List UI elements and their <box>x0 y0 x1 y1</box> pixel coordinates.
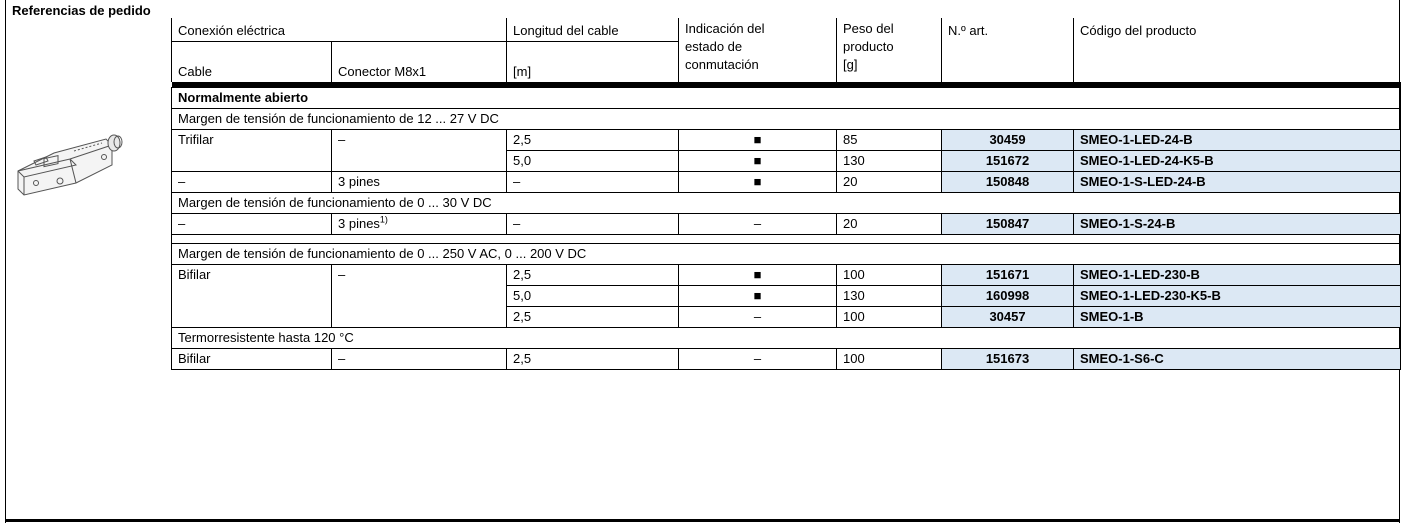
group-title: Margen de tensión de funcionamiento de 0… <box>170 192 1402 214</box>
group-title-row: Margen de tensión de funcionamiento de 0… <box>170 243 1402 265</box>
cell-product-code: SMEO-1-LED-24-B <box>1073 129 1402 151</box>
order-table: Conexión eléctrica Longitud del cable In… <box>170 18 1402 370</box>
group-title-row: Termorresistente hasta 120 °C <box>170 327 1402 349</box>
cell-part-number: 151673 <box>941 348 1075 370</box>
cell-part-number: 150848 <box>941 171 1075 193</box>
bottom-rule <box>5 519 1400 522</box>
group-title: Termorresistente hasta 120 °C <box>170 327 1402 349</box>
cell-length: 2,5 <box>506 306 680 328</box>
cell-weight: 100 <box>836 348 943 370</box>
cell-part-number: 30459 <box>941 129 1075 151</box>
cell-part-number: 160998 <box>941 285 1075 307</box>
cell-product-code: SMEO-1-B <box>1073 306 1402 328</box>
table-row: Trifilar – 2,5 ■ 85 30459 SMEO-1-LED-24-… <box>171 129 1402 151</box>
group-title: Margen de tensión de funcionamiento de 1… <box>170 108 1402 130</box>
header-switching-indication-line2: estado de <box>685 39 743 54</box>
cell-product-code: SMEO-1-LED-230-K5-B <box>1073 285 1402 307</box>
header-cable-length-unit: [m] <box>506 41 679 82</box>
cell-indication: ■ <box>678 171 838 193</box>
header-connector: Conector M8x1 <box>330 41 507 82</box>
footnote-marker: 1) <box>379 214 388 225</box>
cell-part-number: 30457 <box>941 306 1075 328</box>
cell-connector: 3 pines1) <box>330 213 508 235</box>
group-title: Margen de tensión de funcionamiento de 0… <box>170 243 1402 265</box>
cell-product-code: SMEO-1-LED-230-B <box>1073 264 1402 286</box>
cell-product-code: SMEO-1-S-24-B <box>1073 213 1402 235</box>
header-weight-unit: [g] <box>843 57 858 72</box>
cell-cable <box>171 306 332 328</box>
cell-length: – <box>506 213 680 235</box>
cell-indication: – <box>678 306 838 328</box>
cell-weight: 100 <box>836 264 943 286</box>
header-electrical-connection: Conexión eléctrica <box>170 18 507 42</box>
cell-length: 5,0 <box>506 285 680 307</box>
cell-connector: 3 pines <box>330 171 508 193</box>
header-switching-indication-line3: conmutación <box>685 57 759 72</box>
cell-cable: – <box>171 213 332 235</box>
cell-length: 2,5 <box>506 348 680 370</box>
cell-product-code: SMEO-1-LED-24-K5-B <box>1073 150 1402 172</box>
cell-length: – <box>506 171 680 193</box>
header-switching-indication-line1: Indicación del <box>685 21 765 36</box>
cell-weight: 130 <box>836 285 943 307</box>
table-header-row: Conexión eléctrica Longitud del cable In… <box>170 18 1401 82</box>
header-cable-length: Longitud del cable <box>506 18 679 42</box>
cell-cable: Bifilar <box>171 264 332 286</box>
cell-product-code: SMEO-1-S6-C <box>1073 348 1402 370</box>
table-row: – 3 pines – ■ 20 150848 SMEO-1-S-LED-24-… <box>171 171 1402 193</box>
table-row: 5,0 ■ 130 151672 SMEO-1-LED-24-K5-B <box>171 150 1402 172</box>
header-separator <box>171 81 1401 88</box>
cell-part-number: 150847 <box>941 213 1075 235</box>
cell-indication: ■ <box>678 150 838 172</box>
cell-indication: ■ <box>678 129 838 151</box>
header-weight: Peso del producto [g] <box>836 18 942 82</box>
cell-connector <box>330 285 508 307</box>
proximity-sensor-image <box>17 134 123 196</box>
cell-connector: – <box>330 129 508 151</box>
cell-connector: – <box>330 348 508 370</box>
cell-product-code: SMEO-1-S-LED-24-B <box>1073 171 1402 193</box>
cell-cable: Trifilar <box>171 129 332 151</box>
header-weight-line1: Peso del <box>843 21 894 36</box>
table-row: 5,0 ■ 130 160998 SMEO-1-LED-230-K5-B <box>171 285 1402 307</box>
group-title-row: Margen de tensión de funcionamiento de 0… <box>170 192 1402 214</box>
cell-length: 2,5 <box>506 264 680 286</box>
cell-weight: 20 <box>836 213 943 235</box>
cell-length: 5,0 <box>506 150 680 172</box>
cell-connector: – <box>330 264 508 286</box>
cell-part-number: 151672 <box>941 150 1075 172</box>
cell-cable <box>171 285 332 307</box>
header-weight-line2: producto <box>843 39 894 54</box>
header-cable: Cable <box>171 41 332 82</box>
table-row: Bifilar – 2,5 – 100 151673 SMEO-1-S6-C <box>171 348 1402 370</box>
section-row: Normalmente abierto <box>170 87 1402 109</box>
header-part-number: N.º art. <box>941 18 1074 82</box>
cell-cable: – <box>171 171 332 193</box>
cell-part-number: 151671 <box>941 264 1075 286</box>
cell-weight: 85 <box>836 129 943 151</box>
spacer-row <box>170 234 1402 244</box>
cell-indication: ■ <box>678 285 838 307</box>
connector-value: 3 pines <box>338 216 380 231</box>
section-title: Normalmente abierto <box>170 87 1402 109</box>
cell-weight: 20 <box>836 171 943 193</box>
table-subheader-row: Cable Conector M8x1 [m] <box>171 41 1401 82</box>
cell-length: 2,5 <box>506 129 680 151</box>
table-row: – 3 pines1) – – 20 150847 SMEO-1-S-24-B <box>171 213 1402 235</box>
cell-indication: – <box>678 348 838 370</box>
group-title-row: Margen de tensión de funcionamiento de 1… <box>170 108 1402 130</box>
cell-weight: 130 <box>836 150 943 172</box>
table-row: Bifilar – 2,5 ■ 100 151671 SMEO-1-LED-23… <box>171 264 1402 286</box>
header-product-code: Código del producto <box>1073 18 1401 82</box>
cell-weight: 100 <box>836 306 943 328</box>
cell-connector <box>330 306 508 328</box>
page-title: Referencias de pedido <box>12 3 151 18</box>
table-row: 2,5 – 100 30457 SMEO-1-B <box>171 306 1402 328</box>
cell-indication: ■ <box>678 264 838 286</box>
header-switching-indication: Indicación del estado de conmutación <box>678 18 837 82</box>
cell-connector <box>330 150 508 172</box>
cell-cable: Bifilar <box>171 348 332 370</box>
cell-indication: – <box>678 213 838 235</box>
cell-cable <box>171 150 332 172</box>
